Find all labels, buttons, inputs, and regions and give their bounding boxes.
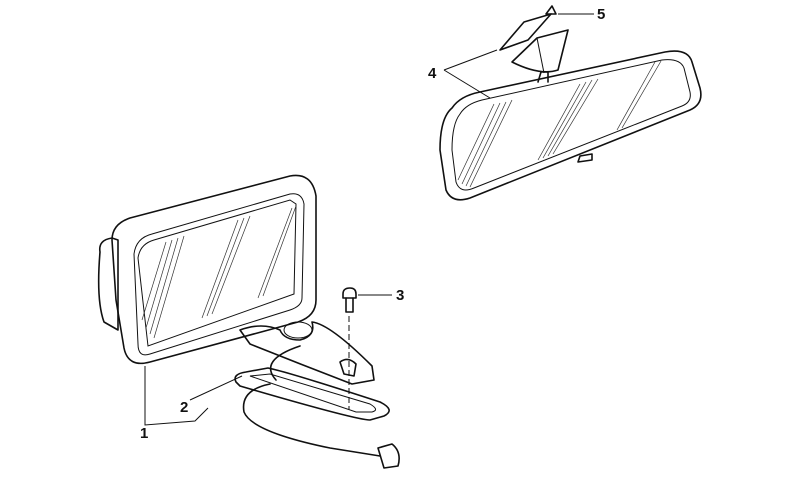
callout-2: 2: [180, 399, 189, 416]
interior-mirror: [439, 5, 702, 201]
callout-5: 5: [597, 6, 606, 23]
callout-3: 3: [396, 287, 405, 304]
outside-mirror: [97, 174, 375, 385]
screw: [342, 287, 357, 410]
callout-4: 4: [428, 65, 437, 82]
leader-lines: [144, 13, 594, 426]
callout-1: 1: [140, 425, 149, 442]
base-gasket: [234, 345, 400, 469]
